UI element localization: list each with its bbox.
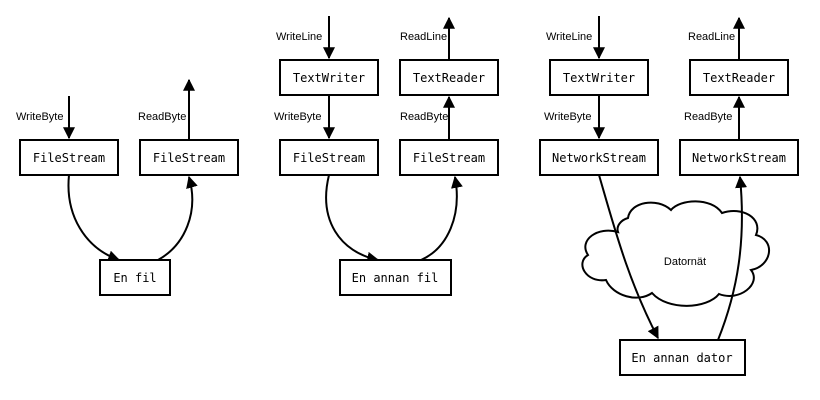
textwriter-text-3: TextWriter: [563, 71, 635, 85]
textreader-text-2: TextReader: [413, 71, 485, 85]
readline-label-3: ReadLine: [688, 31, 735, 43]
file-text-2: En annan fil: [352, 271, 439, 285]
textwriter-text-2: TextWriter: [293, 71, 365, 85]
computer-text-3: En annan dator: [631, 351, 732, 365]
write-to-file-arrow-2: [325, 174, 380, 264]
textwriter-box-2: TextWriter: [279, 59, 379, 96]
file-box-2: En annan fil: [339, 259, 452, 296]
write-to-file-arrow-1: [67, 174, 121, 263]
diagram-2-other-file: WriteLine ReadLine TextWriter TextReader…: [274, 16, 499, 296]
file-to-read-arrow-1: [157, 175, 198, 261]
writeline-label-3: WriteLine: [546, 31, 592, 43]
textreader-box-2: TextReader: [399, 59, 499, 96]
network-write-arrow-3: [598, 174, 659, 340]
writeline-label-2: WriteLine: [276, 31, 322, 43]
readline-label-2: ReadLine: [400, 31, 447, 43]
write-filestream-box-2: FileStream: [279, 139, 379, 176]
write-filestream-text-2: FileStream: [293, 151, 365, 165]
file-box-1: En fil: [99, 259, 171, 296]
readbyte-label-1: ReadByte: [138, 111, 186, 123]
network-cloud: Datornät: [581, 200, 771, 307]
writebyte-label-2: WriteByte: [274, 111, 321, 123]
cloud-label: Datornät: [664, 256, 706, 268]
file-to-read-arrow-2: [420, 175, 463, 261]
read-filestream-box-2: FileStream: [399, 139, 499, 176]
write-filestream-text-1: FileStream: [33, 151, 105, 165]
read-filestream-box-1: FileStream: [139, 139, 239, 176]
diagram-1-file: WriteByte ReadByte FileStream FileStream…: [16, 78, 239, 296]
network-read-arrow-3: [717, 175, 747, 341]
write-networkstream-text-3: NetworkStream: [552, 151, 646, 165]
read-networkstream-text-3: NetworkStream: [692, 151, 786, 165]
textwriter-box-3: TextWriter: [549, 59, 649, 96]
read-filestream-text-2: FileStream: [413, 151, 485, 165]
read-networkstream-box-3: NetworkStream: [679, 139, 799, 176]
computer-box-3: En annan dator: [619, 339, 746, 376]
textreader-text-3: TextReader: [703, 71, 775, 85]
writebyte-label-3: WriteByte: [544, 111, 591, 123]
write-filestream-box-1: FileStream: [19, 139, 119, 176]
writebyte-label-1: WriteByte: [16, 111, 63, 123]
read-filestream-text-1: FileStream: [153, 151, 225, 165]
textreader-box-3: TextReader: [689, 59, 789, 96]
write-networkstream-box-3: NetworkStream: [539, 139, 659, 176]
diagram-3-network: WriteLine ReadLine TextWriter TextReader…: [539, 16, 799, 376]
readbyte-label-3: ReadByte: [684, 111, 732, 123]
readbyte-label-2: ReadByte: [400, 111, 448, 123]
file-text-1: En fil: [113, 271, 156, 285]
